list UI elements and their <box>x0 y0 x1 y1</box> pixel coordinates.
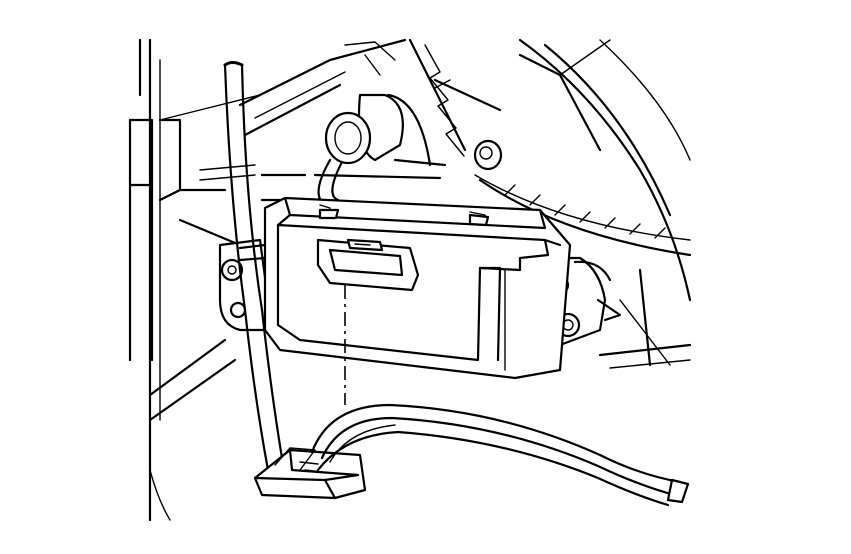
bolt <box>473 139 503 171</box>
coolant-tube <box>223 61 286 472</box>
wiring-harness <box>310 403 690 507</box>
upper-duct <box>238 38 502 157</box>
hvac-housing <box>128 38 261 522</box>
blower-scroll <box>474 38 692 369</box>
electrical-connector <box>253 447 367 500</box>
cylinder-stud <box>324 93 447 167</box>
control-module <box>238 196 572 380</box>
